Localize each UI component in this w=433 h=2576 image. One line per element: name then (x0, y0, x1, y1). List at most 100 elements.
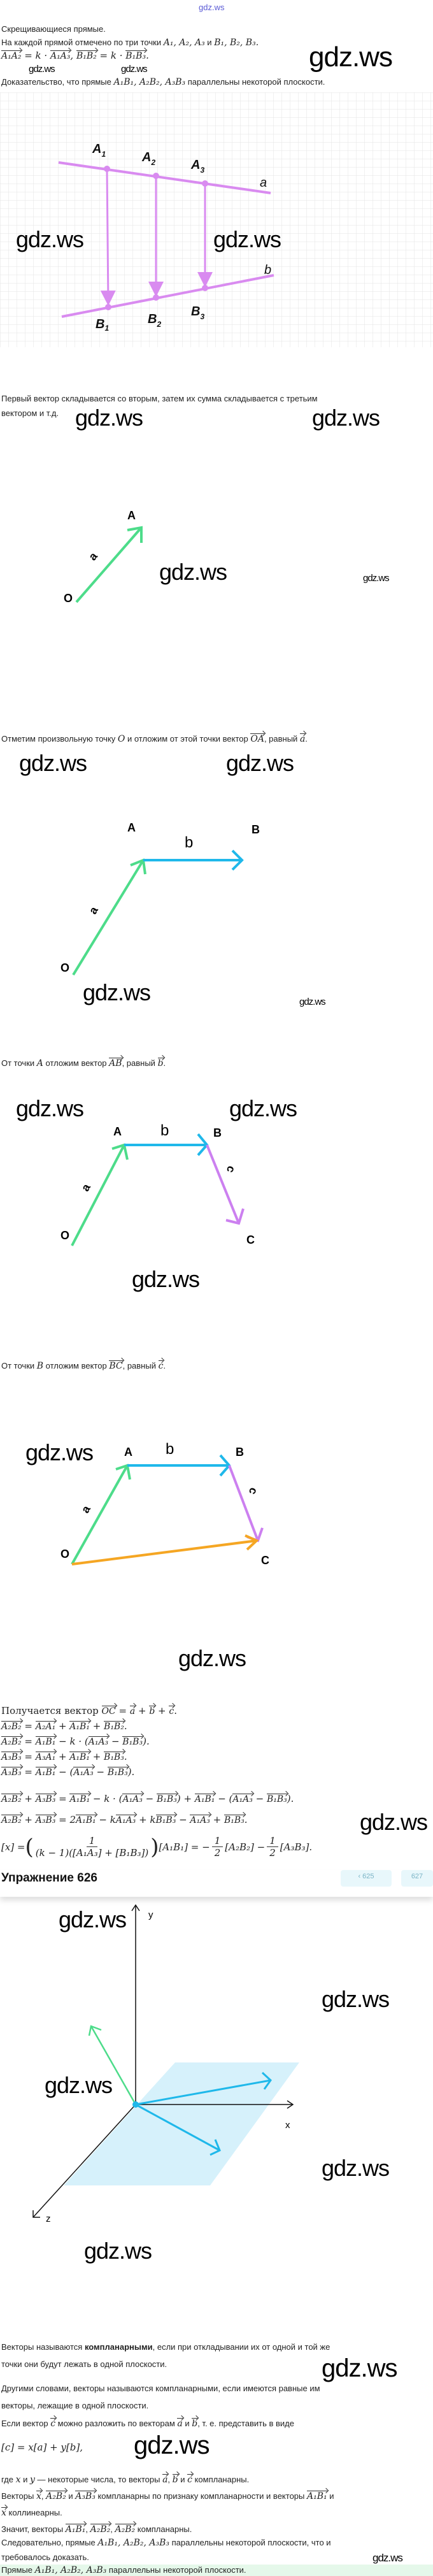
vector: A₁B₁ (76, 1815, 96, 1825)
definition-line-2: точки они будут лежать в одной плоскости… (1, 2359, 167, 2369)
vector-label-b: b (160, 1122, 169, 1139)
vector-label-a: a (78, 1503, 93, 1516)
label-b3: B3 (191, 305, 204, 321)
vector: AB (109, 1058, 122, 1069)
vector-c-arrow (206, 1144, 240, 1224)
arrowhead (131, 1904, 140, 1911)
vector: A₂B₂ (1, 1721, 22, 1732)
arrowhead (287, 2100, 294, 2109)
label-a3: A3 (190, 158, 204, 175)
label-b2: B2 (148, 312, 161, 329)
vector: c (187, 2474, 192, 2485)
vector: c (158, 1360, 164, 1371)
vector: B₁B₃ (155, 1815, 176, 1825)
math-line: A₂B₂ = A₂A₁ + A₁B₁ + B₁B₂. (1, 1720, 127, 1732)
vector: A₁B₁ (69, 1752, 90, 1762)
denominator: (k − 1)([A₁A₃] + [B₁B₃]) (35, 1847, 149, 1859)
vector: A₁B₁ (306, 2491, 327, 2501)
exercise-header: Упражнение 626 ‹ 625 627 (0, 1870, 433, 1897)
definition-line-4: векторы, лежащие в одной плоскости. (1, 2401, 149, 2410)
arrowhead (245, 1534, 259, 1551)
point-label-a: A (124, 1446, 132, 1458)
point-label-a: A (113, 1125, 122, 1138)
watermark: gdz.ws (213, 226, 281, 252)
numerator: 1 (86, 1835, 98, 1847)
point-label-b: B (236, 1446, 244, 1458)
point-label-b: B (213, 1126, 222, 1139)
vector: A₃B₃ (75, 2491, 96, 2501)
vector: A₂B₂ (90, 2524, 111, 2535)
step-3-text: От точки B отложим вектор BC, равный c. (1, 1360, 166, 1371)
point-b3 (202, 285, 208, 291)
watermark: gdz.ws (178, 1645, 246, 1671)
criterion-line: Если вектор c можно разложить по вектора… (1, 2418, 294, 2429)
vector: b (157, 1058, 164, 1069)
watermark: gdz.ws (59, 1906, 127, 1932)
plane (64, 2062, 299, 2185)
watermark: gdz.ws (83, 979, 151, 1005)
vector: B₁B₃ (122, 1736, 143, 1747)
vector: A₁A₃ (115, 1815, 136, 1825)
vector-a1b1 (100, 168, 116, 306)
math-line: A₃B₃ = A₁B₁ − (A₁A₃ − B₁B₃). (1, 1766, 135, 1778)
vector: A₁A₃ (122, 1794, 143, 1804)
vector: A₃B₃ (35, 1815, 56, 1825)
vector-c-arrow (228, 1465, 259, 1541)
vector-oc-arrow (71, 1539, 257, 1565)
label-line-b: b (264, 263, 271, 277)
site-link[interactable]: gdz.ws (199, 3, 225, 12)
watermark: gdz.ws (19, 750, 87, 776)
vector: A₁B₁ (65, 2524, 86, 2535)
z-axis (32, 2104, 136, 2218)
z-axis-label: z (46, 2213, 51, 2224)
criterion-conclusion: где x и y — некоторые числа, то векторы … (1, 2474, 250, 2485)
vector: x (36, 2491, 41, 2501)
point-label-o: O (60, 961, 69, 974)
vector: A₃B₃ (1, 1767, 22, 1778)
point-b2 (153, 294, 159, 301)
watermark: gdz.ws (229, 1095, 297, 1121)
paren-close: ) (150, 1834, 159, 1860)
next-exercise-button[interactable]: 627 (401, 1870, 433, 1887)
sum-text-line-2: вектором и т.д. (1, 408, 59, 418)
vector-label-c: c (246, 1486, 260, 1496)
vector: x (1, 2507, 6, 2518)
fraction: 1(k − 1)([A₁A₃] + [B₁B₃]) (36, 1835, 148, 1859)
vector-oa-figure: A O a (64, 509, 143, 605)
point-label-c: C (261, 1554, 269, 1567)
skew-lines-figure: A1 A2 A3 B1 B2 B3 a b (0, 92, 433, 347)
vector-ab-figure: A B O b a (60, 821, 260, 976)
definition-line-1: Векторы называются компланарными, если п… (1, 2342, 330, 2352)
arrowhead (209, 2139, 221, 2156)
vector: A₁A₃ (232, 1794, 253, 1804)
vector: b (192, 2418, 198, 2429)
prev-exercise-button[interactable]: ‹ 625 (341, 1870, 392, 1887)
vector: OC (101, 1706, 116, 1716)
vector: A₁B₁ (35, 1736, 56, 1747)
watermark: gdz.ws (309, 41, 393, 73)
line-a (58, 161, 271, 194)
intro-line-2: На каждой прямой отмечено по три точки A… (1, 38, 259, 48)
vector: b (149, 1706, 155, 1716)
answer-text: Прямые A₁B₁, A₂B₂, A₃B₃ параллельны неко… (1, 2565, 246, 2575)
formula-x-lhs: [x] = (1, 1841, 25, 1853)
vector: A₁B₁ (69, 1721, 90, 1732)
vector: A₃A₁ (35, 1752, 56, 1762)
watermark: gdz.ws (312, 405, 380, 431)
decomposition-formula: [c] = x[a] + y[b], (1, 2442, 83, 2453)
watermark: gdz.ws (84, 2238, 152, 2264)
math-line: A₂B₂ = A₁B₁ − k · (A₁A₃ − B₁B₃). (1, 1736, 150, 1747)
label-b1: B1 (96, 317, 109, 333)
exercise-title: Упражнение 626 (1, 1871, 97, 1885)
definition-line-3: Другими словами, векторы называются комп… (1, 2384, 320, 2393)
formula-x-term-1: [A₂B₂] − (225, 1841, 266, 1853)
vector-in-plane-1 (135, 2079, 271, 2106)
vector: A₁A₃ (190, 1815, 210, 1825)
watermark: gdz.ws (159, 559, 227, 585)
watermark: gdz.ws (16, 226, 84, 252)
watermark: gdz.ws (322, 2155, 390, 2181)
point-a1 (104, 166, 110, 172)
vector: a (177, 2418, 183, 2429)
